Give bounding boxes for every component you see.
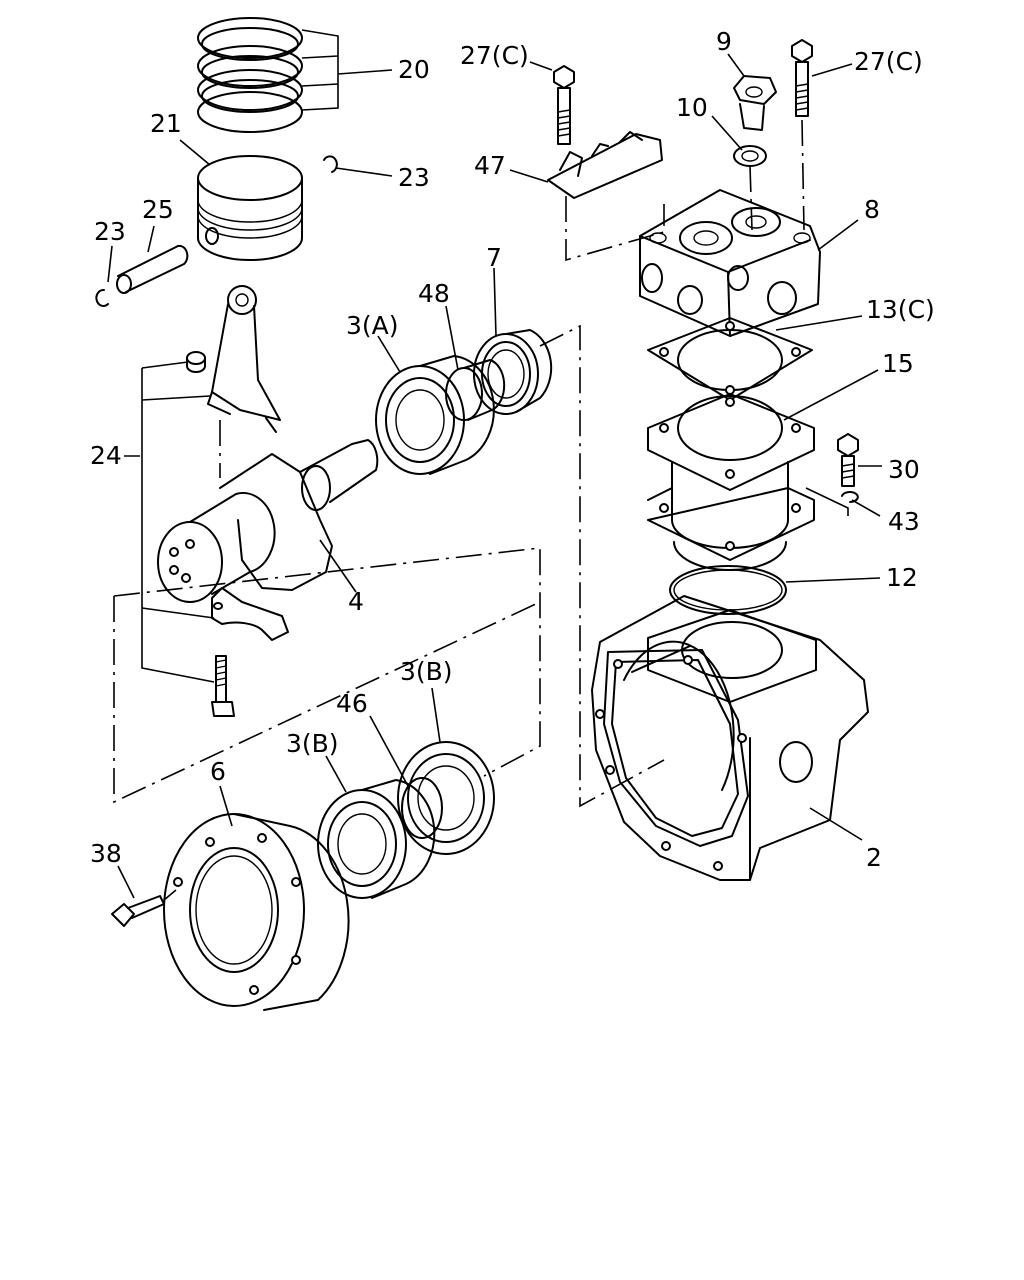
- rod-bolt: [211, 655, 235, 717]
- bracket-47: [547, 131, 663, 199]
- callout-10: 10: [676, 93, 708, 122]
- callout-27c-right: 27(C): [854, 47, 923, 76]
- callout-4: 4: [348, 587, 364, 616]
- bolt-30: [837, 433, 859, 487]
- washer-43: [841, 491, 859, 503]
- piston: [197, 155, 303, 261]
- callout-20: 20: [398, 55, 430, 84]
- cylinder-head: [639, 189, 821, 337]
- crankshaft: [157, 439, 379, 603]
- callout-12: 12: [886, 563, 918, 592]
- callout-3a: 3(A): [346, 311, 399, 340]
- callout-23-left: 23: [94, 217, 126, 246]
- rod-cap: [211, 587, 289, 641]
- callout-23-right: 23: [398, 163, 430, 192]
- callout-8: 8: [864, 195, 880, 224]
- callout-13c: 13(C): [866, 295, 935, 324]
- callout-21: 21: [150, 109, 182, 138]
- bearing-3b-outer: [397, 741, 495, 855]
- gasket-13c: [647, 317, 813, 401]
- callout-38: 38: [90, 839, 122, 868]
- piston-rings: [197, 17, 303, 133]
- callout-3b-lower: 3(B): [286, 729, 339, 758]
- cylinder-15: [647, 393, 815, 571]
- bolt-38: [111, 895, 165, 927]
- spacer-46: [401, 777, 443, 839]
- callout-25: 25: [142, 195, 174, 224]
- end-cover: [163, 813, 350, 1011]
- o-ring-12: [669, 565, 787, 615]
- callout-46: 46: [336, 689, 368, 718]
- callout-3b-upper: 3(B): [400, 657, 453, 686]
- callout-27c-left: 27(C): [460, 41, 529, 70]
- snap-ring-right: [323, 155, 338, 173]
- callout-24: 24: [90, 441, 122, 470]
- fitting-9: [733, 75, 777, 131]
- crankcase: [591, 595, 869, 881]
- bearing-3b-inner: [317, 779, 436, 899]
- spacer-48: [445, 359, 506, 421]
- bolt-27c-left: [553, 65, 575, 145]
- callout-9: 9: [716, 27, 732, 56]
- callout-30: 30: [888, 455, 920, 484]
- callout-43: 43: [888, 507, 920, 536]
- piston-pin: [116, 244, 189, 294]
- callout-48: 48: [418, 279, 450, 308]
- snap-ring-left: [95, 288, 109, 307]
- washer-10: [733, 145, 767, 167]
- oil-seal-7: [473, 329, 553, 415]
- callout-7: 7: [486, 243, 502, 272]
- callout-15: 15: [882, 349, 914, 378]
- callout-2: 2: [866, 843, 882, 872]
- callout-6: 6: [210, 757, 226, 786]
- callout-47: 47: [474, 151, 506, 180]
- connecting-rod: [186, 285, 281, 433]
- bolt-27c-right: [791, 39, 813, 117]
